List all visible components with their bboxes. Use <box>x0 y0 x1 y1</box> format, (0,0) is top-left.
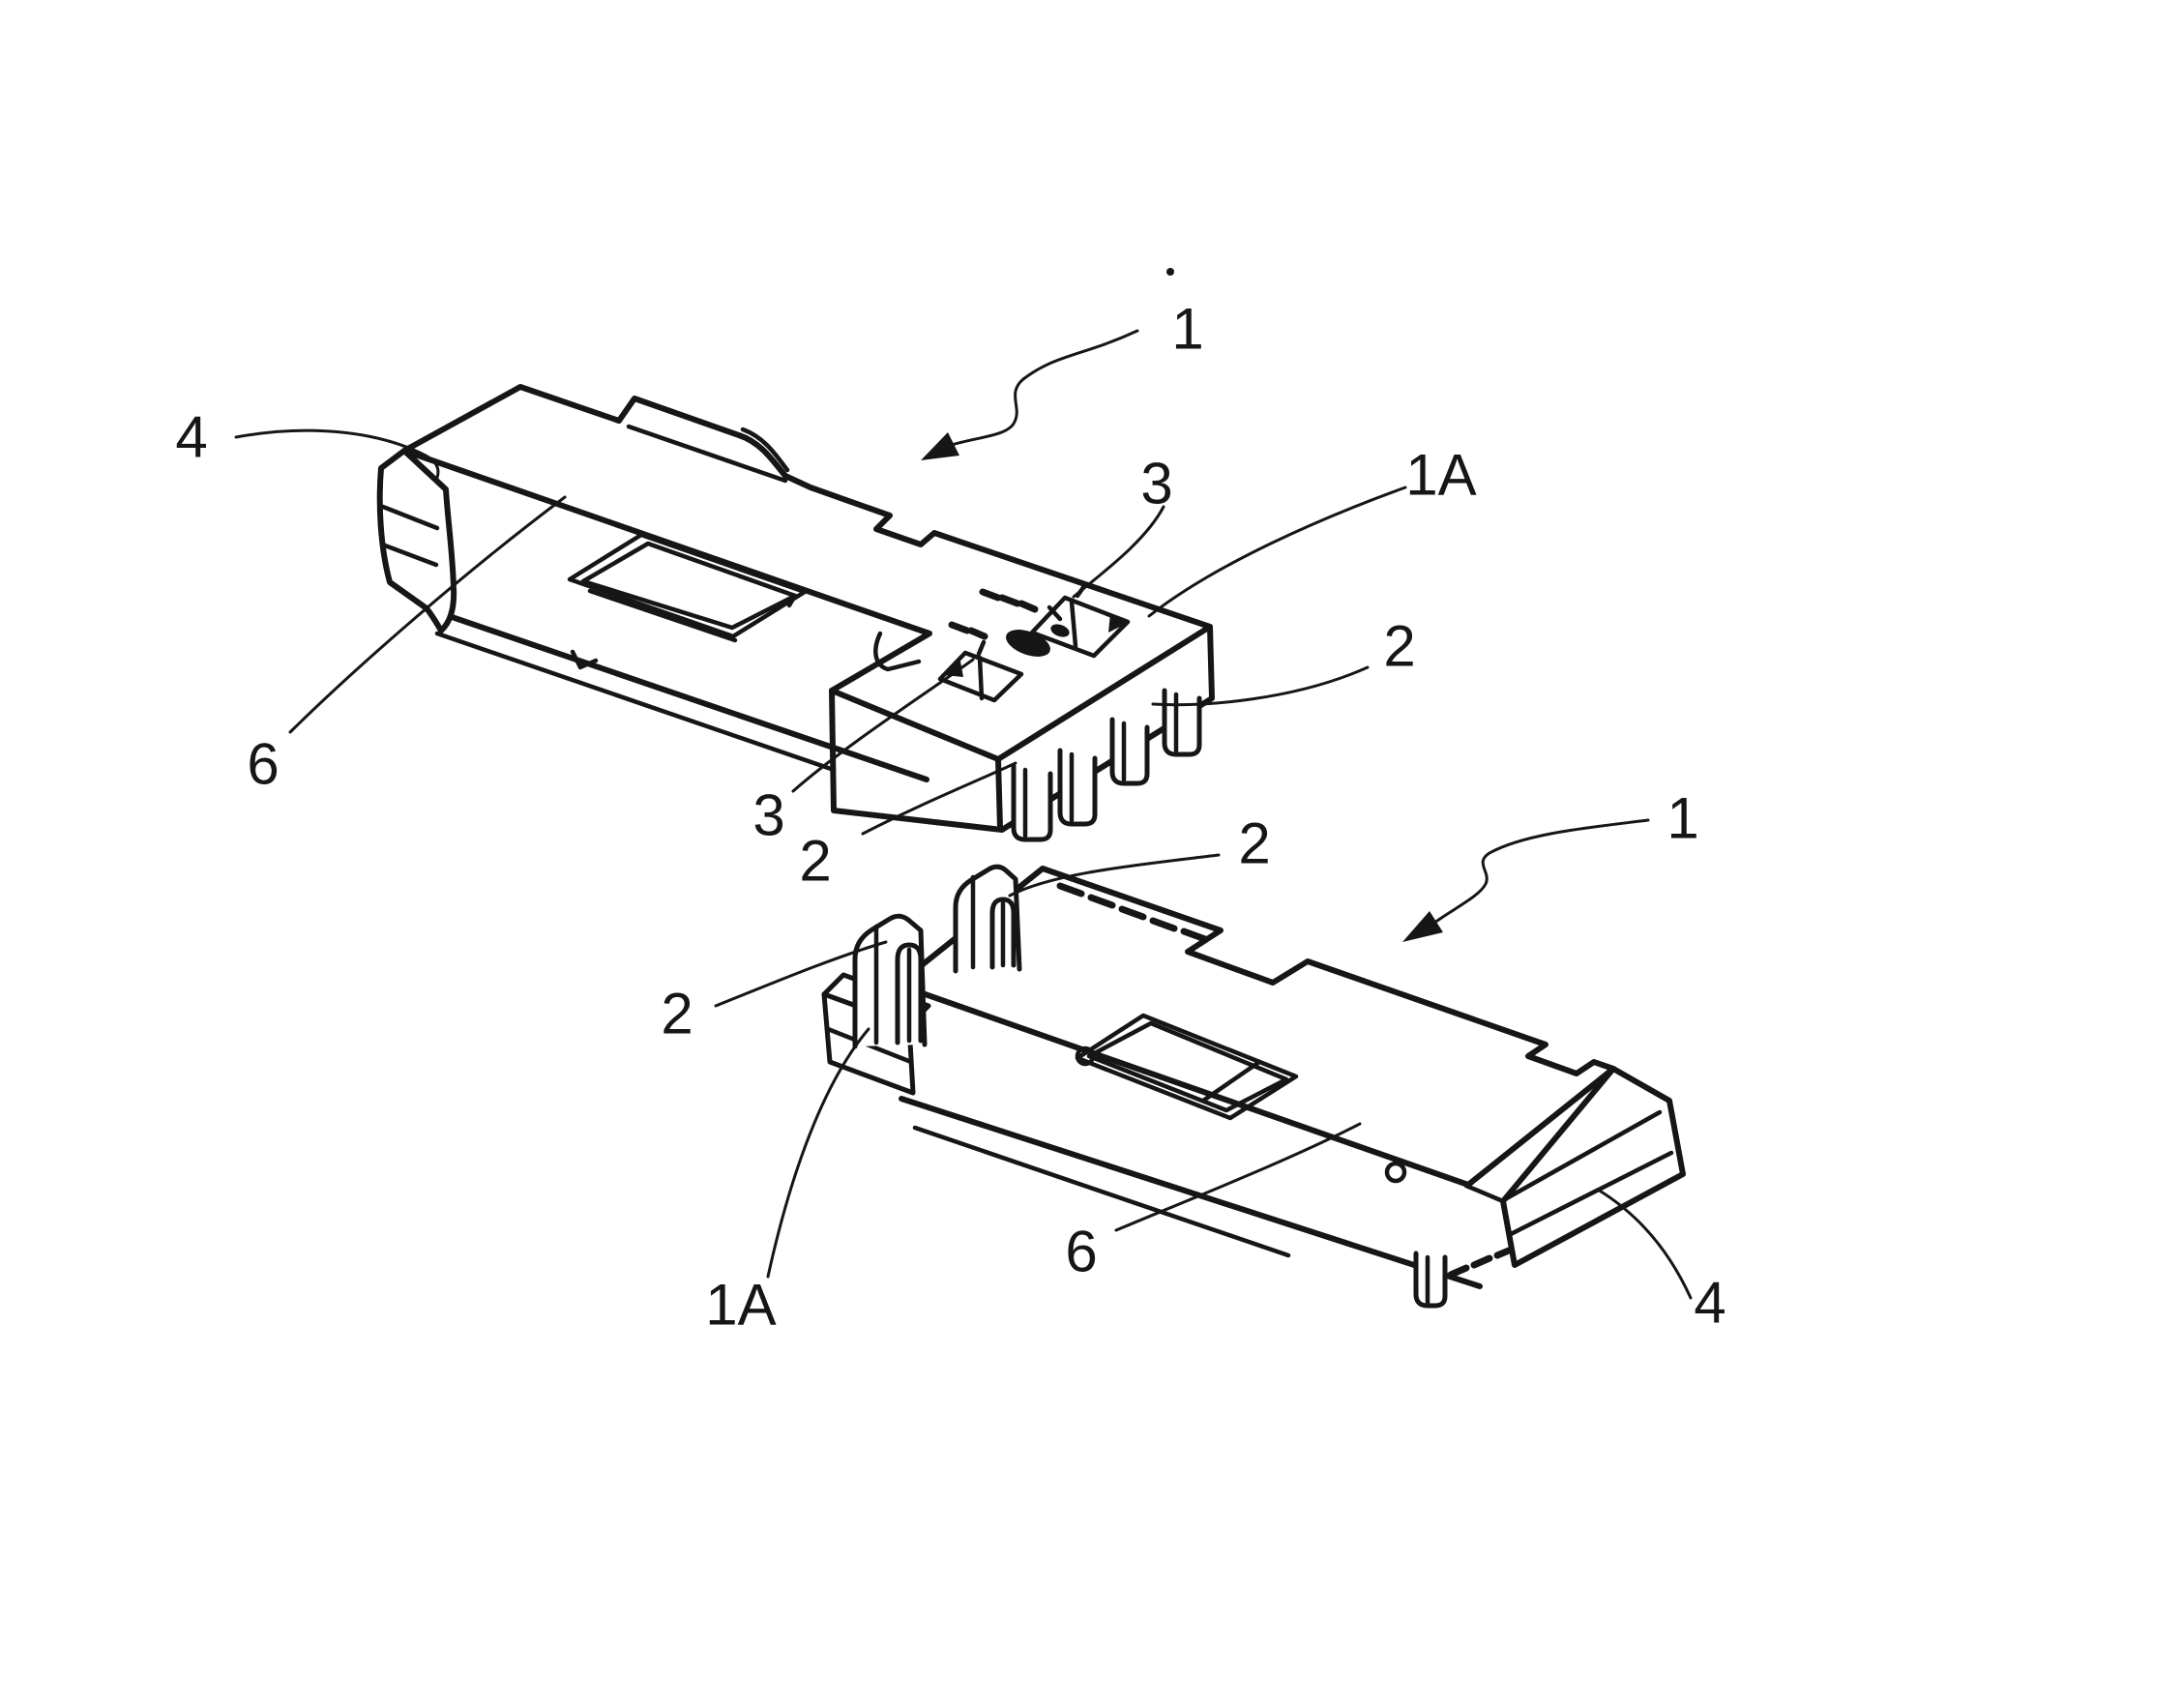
upper-recess-floor <box>587 588 798 643</box>
reference-numeral-2-lower-view: 2 <box>1238 811 1270 876</box>
leader-line-2 <box>1008 853 1221 898</box>
lower-right-cap-band-2 <box>1508 1150 1674 1237</box>
leader-line-1a <box>766 1027 870 1279</box>
upper-connector-figure <box>376 384 1215 842</box>
upper-body-top-face <box>401 384 1213 762</box>
leader-line-1 <box>1420 818 1650 932</box>
leader-line-6 <box>288 495 567 734</box>
reference-numeral-1-lower-view: 1 <box>1666 786 1698 851</box>
upper-recess-inner-rim <box>580 541 798 631</box>
lower-terminal-pins <box>852 864 1022 1049</box>
lower-recess-corner-hole <box>1075 1045 1096 1067</box>
lower-cap-edge-dashes <box>1447 1247 1513 1279</box>
upper-recess-outer-rim <box>567 532 808 639</box>
leader-line-3 <box>1072 505 1165 599</box>
reference-numeral-1a-lower-view: 1A <box>705 1273 776 1338</box>
leader-line-3 <box>791 658 975 793</box>
solder-blob-small <box>1050 624 1070 637</box>
leader-arrowhead-1 <box>921 432 959 460</box>
upper-left-cap-band-2 <box>382 543 439 568</box>
reference-numeral-3-upper-view: 3 <box>752 783 784 848</box>
leader-line-2 <box>714 940 888 1008</box>
lower-leg <box>1413 1251 1448 1309</box>
reference-numeral-6-lower-view: 6 <box>1065 1220 1097 1284</box>
reference-numeral-2-upper-view: 2 <box>1383 614 1415 679</box>
leader-line-4 <box>234 428 440 480</box>
upper-shield-tab-step <box>740 427 790 473</box>
shading-dashes <box>948 588 1039 640</box>
upper-shield-tab-line <box>626 424 788 484</box>
lower-recess-ledge <box>1200 1059 1262 1104</box>
reference-numeral-2-upper-view: 2 <box>799 829 831 894</box>
reference-numeral-4-lower-view: 4 <box>1694 1271 1725 1336</box>
leg <box>1109 717 1150 786</box>
reference-numeral-3-upper-view: 3 <box>1140 452 1172 516</box>
leader-line-1 <box>950 329 1139 447</box>
lower-right-cap-band-1 <box>1502 1109 1663 1202</box>
leader-line-1a <box>1147 486 1407 618</box>
lower-front-shadow-line <box>912 1125 1291 1258</box>
leg <box>1162 688 1202 757</box>
upper-left-cap-band-1 <box>380 504 440 531</box>
reference-numeral-2-lower-view: 2 <box>661 982 693 1046</box>
leader-line-2 <box>1151 665 1370 707</box>
reference-numeral-1-upper-view: 1 <box>1171 297 1203 362</box>
upper-front-edge-notch <box>570 649 599 670</box>
pocket-bracket-mark <box>873 631 922 672</box>
lower-view-annotations: 2 1 2 1A 6 4 <box>661 786 1725 1338</box>
leader-line-6 <box>1114 1122 1362 1232</box>
leader-line-2 <box>861 761 1017 836</box>
lower-front-face-hole <box>1384 1161 1407 1184</box>
lower-recess-outer-rim <box>1075 1013 1299 1121</box>
lower-shading-dashes <box>1056 882 1209 943</box>
right-pocket-contact-wedge <box>1108 613 1126 633</box>
upper-terminal-legs <box>1011 688 1202 842</box>
upper-front-shadow-line <box>434 631 837 773</box>
upper-left-end-cap <box>376 448 457 633</box>
reference-numeral-6-upper-view: 6 <box>247 732 279 797</box>
lower-recess-inner-rim <box>1086 1020 1289 1113</box>
leader-arrowhead-1 <box>1402 911 1443 942</box>
lower-right-cap-fold <box>1463 1183 1506 1204</box>
leader-line-4 <box>1596 1188 1693 1300</box>
leg <box>1057 748 1098 827</box>
lower-connector-figure <box>821 864 1686 1309</box>
reference-numeral-4-upper-view: 4 <box>175 405 207 470</box>
upper-contact-pockets <box>873 583 1131 703</box>
leg <box>1011 763 1053 842</box>
right-pocket-rim <box>1029 595 1131 659</box>
solder-blob <box>1006 630 1050 657</box>
reference-numeral-1a-upper-view: 1A <box>1405 443 1476 508</box>
lower-front-bottom-edge <box>899 1096 1483 1289</box>
left-pocket-contact-finger <box>976 639 987 701</box>
stray-dot <box>1166 268 1174 276</box>
